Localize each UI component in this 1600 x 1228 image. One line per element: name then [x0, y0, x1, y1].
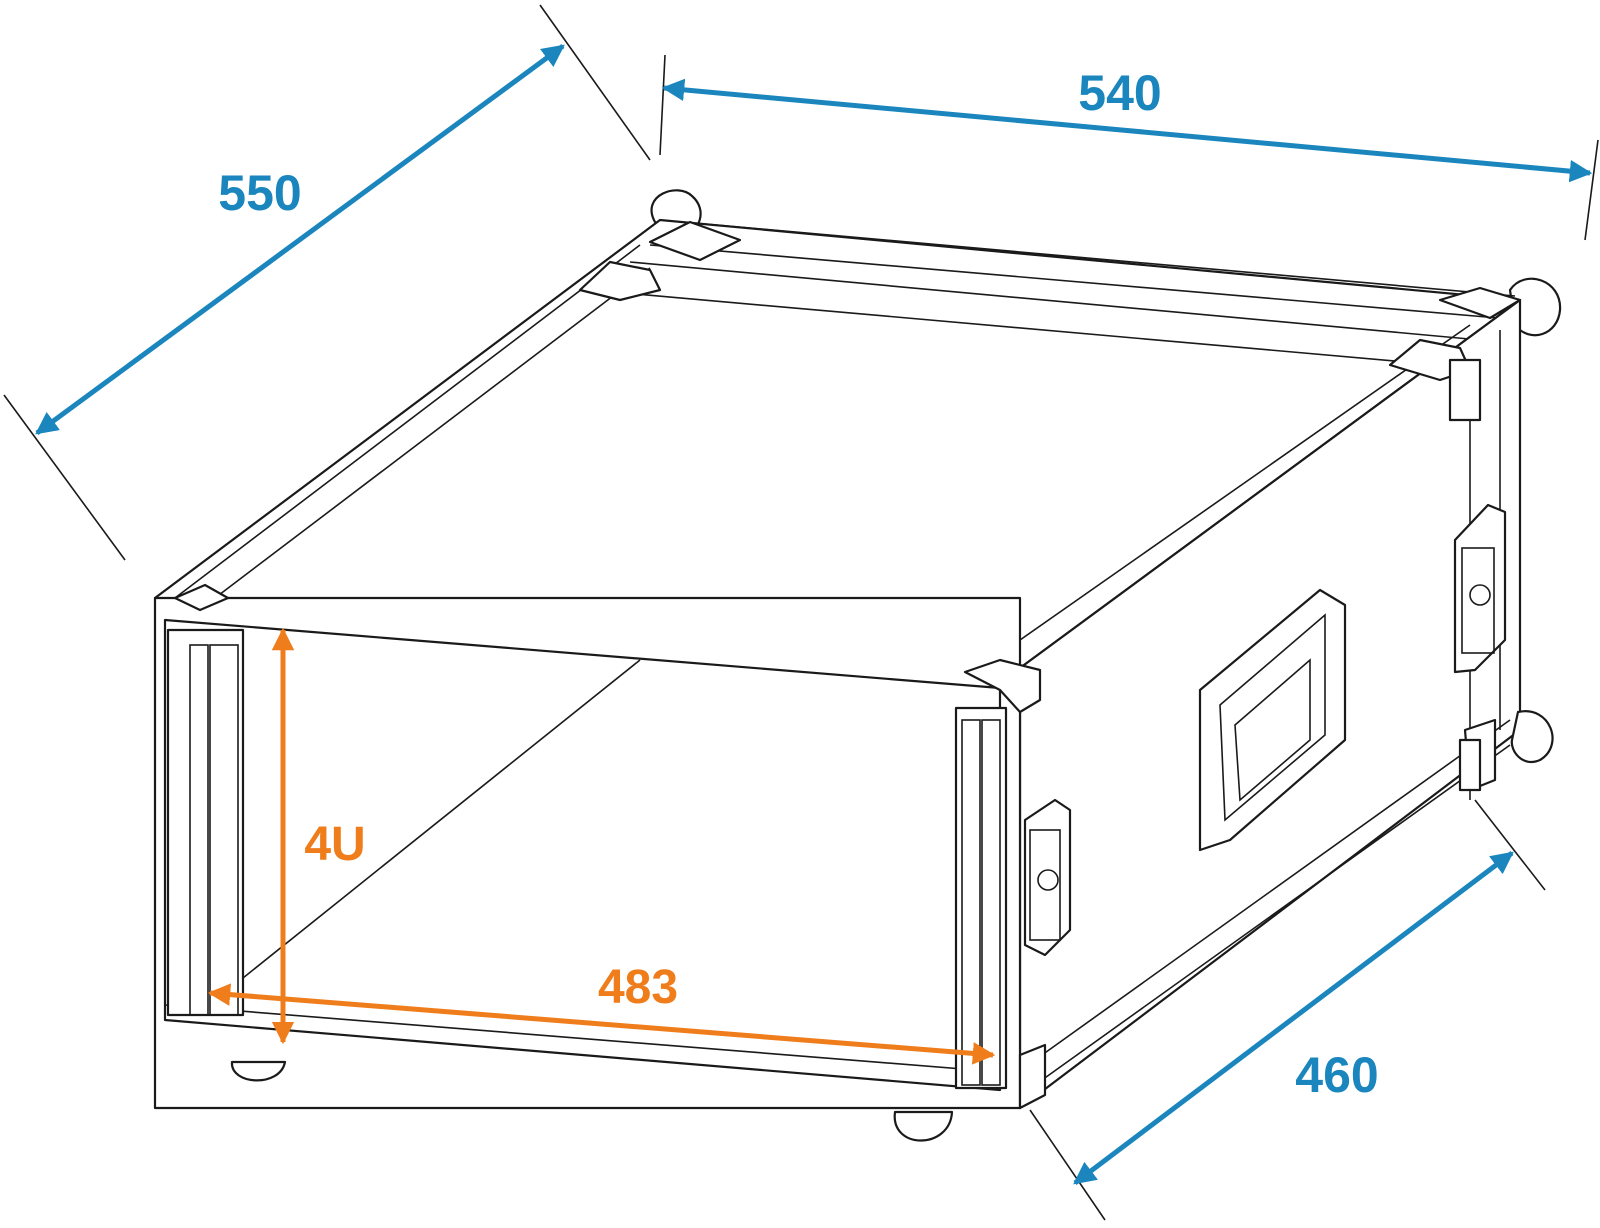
dimension-540: 540: [661, 65, 1593, 183]
side-handle: [1198, 588, 1347, 852]
corner-bracket-top-back-left: [578, 220, 742, 302]
latch-side-rear: [1453, 503, 1507, 674]
dimension-label-4u: 4U: [304, 818, 365, 871]
corner-bracket-top-front-left: [173, 583, 230, 612]
case-front-opening: [163, 618, 1002, 1092]
dimension-label-550: 550: [218, 165, 301, 221]
corner-bracket-top-back-right: [1388, 286, 1522, 422]
corner-bracket-bottom-front-right: [1018, 1043, 1047, 1110]
corner-ball-back-right: [1508, 277, 1562, 337]
dimension-label-540: 540: [1078, 65, 1161, 121]
rack-case: [153, 189, 1562, 1142]
corner-ball-front-bottom-right: [1510, 710, 1554, 763]
dimension-483: 483: [207, 961, 996, 1065]
dimension-4u: 4U: [271, 627, 366, 1045]
dimension-line-483: [207, 983, 996, 1065]
dimension-label-483: 483: [598, 961, 678, 1014]
dimension-460: 460: [1073, 851, 1514, 1185]
dimension-line-460: [1073, 851, 1514, 1185]
rack-rail-right: [954, 706, 1008, 1090]
dimension-label-460: 460: [1295, 1047, 1378, 1103]
corner-bracket-top-front-right: [963, 658, 1042, 714]
corner-bracket-bottom-back-right: [1458, 718, 1497, 792]
foot-front-right: [893, 1110, 954, 1142]
dimension-550: 550: [35, 43, 565, 436]
dimension-line-540: [661, 78, 1593, 183]
rack-rail-left: [166, 628, 245, 1017]
latch-front-right: [1023, 798, 1072, 957]
dimension-line-550: [35, 43, 565, 436]
